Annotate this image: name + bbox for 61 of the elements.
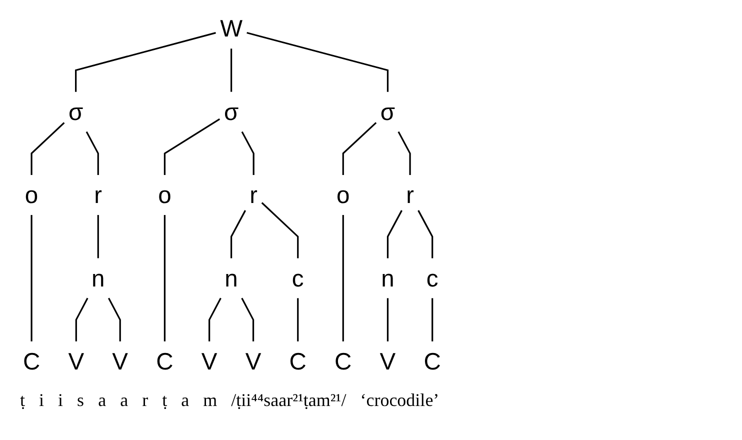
transcription-text: ṭ <box>20 390 26 411</box>
node-text: C <box>334 348 352 375</box>
connector <box>342 214 344 342</box>
node-text: V <box>380 348 396 375</box>
node-text: W <box>220 15 243 42</box>
node-text: V <box>68 348 84 375</box>
transcription-text: r <box>142 390 148 411</box>
connector <box>208 298 222 342</box>
node-text: r <box>250 181 258 208</box>
node-text: V <box>112 348 128 375</box>
transcription-text: a <box>98 390 106 411</box>
transcription-text: ṭ <box>162 390 168 411</box>
node-text: C <box>22 348 40 375</box>
connector <box>297 298 299 342</box>
connector <box>30 214 32 342</box>
connector <box>418 210 434 258</box>
node-text: n <box>92 264 105 292</box>
connector <box>230 48 232 92</box>
node-text: σ <box>380 98 396 126</box>
node-text: o <box>24 181 38 208</box>
node-text: C <box>156 348 174 375</box>
connector <box>30 122 65 175</box>
connector <box>97 214 99 258</box>
connector <box>164 214 166 342</box>
connector <box>246 32 389 92</box>
connector <box>75 32 216 92</box>
node-text: o <box>336 181 350 208</box>
connector <box>386 210 402 258</box>
connector <box>108 298 121 342</box>
connector <box>230 210 246 258</box>
connector <box>398 131 411 175</box>
transcription-text: m <box>203 390 218 411</box>
node-text: V <box>245 348 262 375</box>
transcription-text: a <box>120 390 128 411</box>
transcription-text: ‘crocodile’ <box>360 390 440 411</box>
node-text: n <box>381 264 394 292</box>
node-text: n <box>224 264 238 292</box>
connector <box>241 131 254 175</box>
transcription-text: s <box>77 390 84 411</box>
node-text: c <box>292 264 304 292</box>
connector <box>164 118 220 175</box>
connector <box>241 298 254 342</box>
connector <box>261 202 299 258</box>
node-text: o <box>158 181 172 208</box>
node-text: V <box>201 348 218 375</box>
node-text: C <box>424 348 441 375</box>
connector <box>432 298 434 342</box>
transcription-text: i <box>39 390 44 411</box>
connector <box>342 122 377 175</box>
transcription-text: i <box>58 390 64 411</box>
connector <box>386 298 389 342</box>
node-text: σ <box>68 98 84 126</box>
node-text: σ <box>224 98 239 126</box>
transcription-text: /ṭii⁴⁴saar²¹ṭam²¹/ <box>231 390 346 411</box>
node-text: c <box>426 264 438 292</box>
node-text: r <box>406 181 414 208</box>
node-text: C <box>289 348 306 375</box>
transcription-text: a <box>181 390 190 411</box>
connector <box>75 298 88 342</box>
node-text: r <box>94 181 102 208</box>
connector <box>86 131 99 175</box>
